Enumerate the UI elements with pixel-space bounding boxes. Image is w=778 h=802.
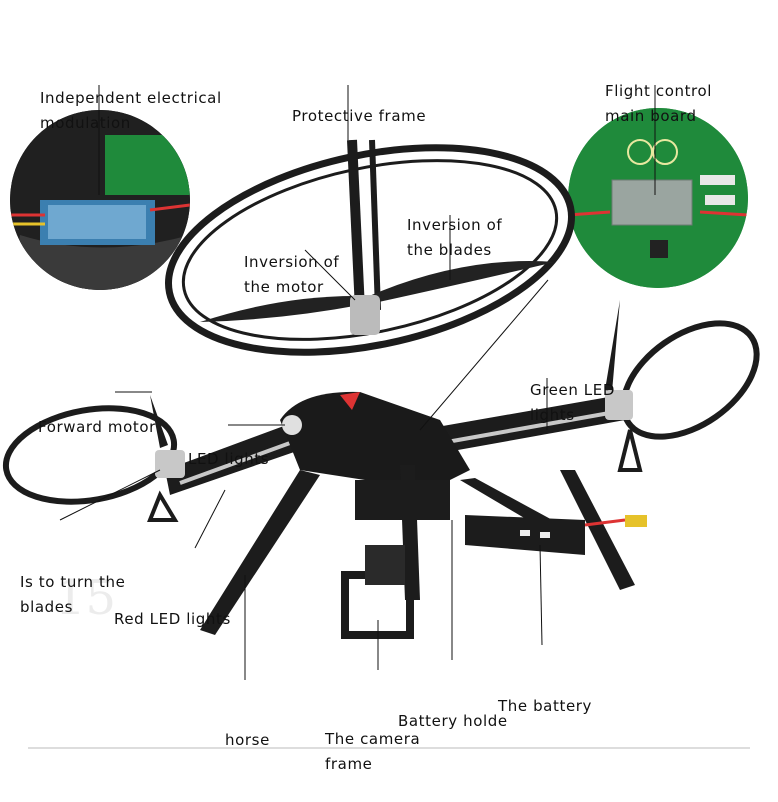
label-red-led-lights: Red LED lights (114, 610, 231, 628)
top-propeller (200, 261, 555, 335)
label-horse: horse (225, 731, 270, 749)
left-arm (2, 395, 300, 522)
esc-inset (10, 110, 190, 290)
label-battery-holde: Battery holde (398, 712, 508, 730)
battery-holder (355, 480, 450, 520)
drone-diagram (2, 85, 760, 749)
leader-lines (59, 85, 656, 680)
flight-controller-inset (568, 108, 748, 288)
label-protective-frame: Protective frame (292, 107, 427, 125)
label-the-battery: The battery (498, 697, 593, 715)
drone-body (280, 391, 470, 490)
label-forward-motor: Forward motor (38, 418, 156, 436)
watermark: 15 (55, 570, 117, 626)
label-led-lights: LED lights (188, 450, 270, 468)
battery (465, 515, 647, 555)
right-arm (420, 300, 760, 472)
protective-frame-ring (165, 139, 575, 356)
